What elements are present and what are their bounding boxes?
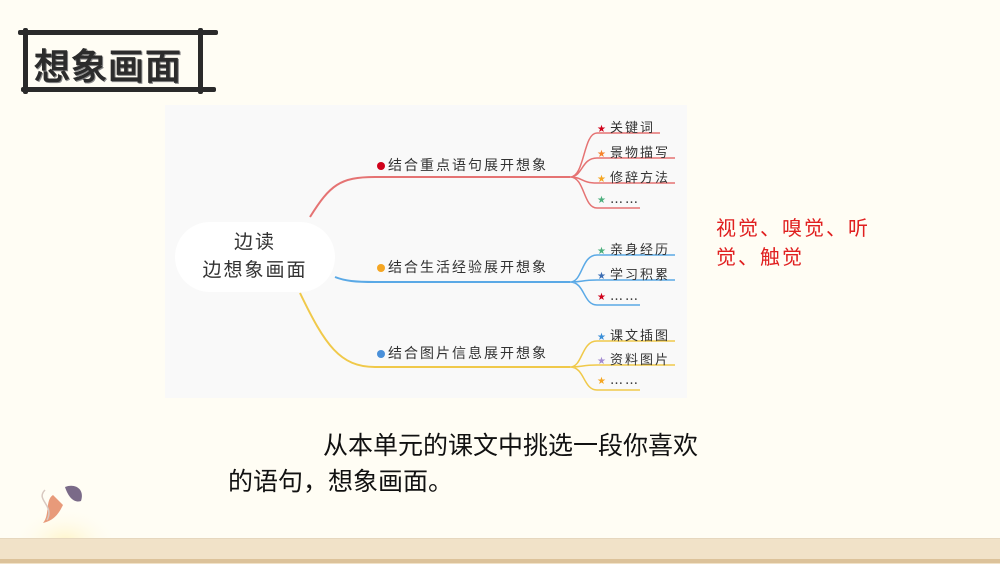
star-icon: ★ bbox=[597, 356, 608, 367]
star-icon: ★ bbox=[597, 292, 608, 303]
leaf-more: ★…… bbox=[597, 289, 640, 304]
star-icon: ★ bbox=[597, 124, 608, 135]
leaf-label: 亲身经历 bbox=[609, 243, 670, 258]
star-icon: ★ bbox=[597, 271, 608, 282]
leaf-scenery: ★景物描写 bbox=[597, 142, 670, 161]
frame-top-stroke bbox=[18, 30, 218, 35]
leaf-keywords: ★关键词 bbox=[597, 117, 655, 136]
frame-left-stroke bbox=[23, 28, 28, 94]
branch-label: 结合图片信息展开想象 bbox=[388, 346, 548, 362]
leaf-label: 景物描写 bbox=[609, 146, 670, 161]
leaf-more: ★…… bbox=[597, 192, 640, 207]
branch-life-experience: 结合生活经验展开想象 bbox=[377, 257, 548, 277]
root-line-1: 边读 bbox=[233, 231, 276, 253]
mind-map-connectors bbox=[299, 132, 675, 391]
page-title: 想象画面 bbox=[34, 47, 183, 88]
mind-map-root: 边读 边想象画面 bbox=[175, 222, 335, 292]
leaf-more: ★…… bbox=[597, 373, 640, 388]
branch-picture-info: 结合图片信息展开想象 bbox=[377, 343, 548, 363]
star-icon: ★ bbox=[597, 195, 608, 206]
star-icon: ★ bbox=[597, 332, 608, 343]
branch-label: 结合生活经验展开想象 bbox=[388, 260, 548, 276]
star-icon: ★ bbox=[597, 376, 608, 387]
frame-right-stroke bbox=[198, 28, 203, 94]
mind-map: 边读 边想象画面 结合重点语句展开想象 ★关键词 ★景物描写 ★修辞方法 ★……… bbox=[165, 105, 687, 398]
senses-note: 视觉、嗅觉、听觉、触觉 bbox=[716, 216, 870, 269]
leaf-label: 资料图片 bbox=[609, 353, 670, 368]
leaf-label: …… bbox=[609, 192, 640, 207]
leaf-reference-pictures: ★资料图片 bbox=[597, 349, 670, 368]
number-marker-2-icon bbox=[377, 264, 385, 272]
number-marker-3-icon bbox=[377, 350, 385, 358]
number-marker-1-icon bbox=[377, 162, 385, 170]
branch-key-sentences: 结合重点语句展开想象 bbox=[377, 155, 548, 175]
instruction-text: 从本单元的课文中挑选一段你喜欢 的语句，想象画面。 bbox=[228, 428, 758, 500]
leaf-label: …… bbox=[609, 373, 640, 388]
leaf-illustrations: ★课文插图 bbox=[597, 325, 670, 344]
leaf-label: 关键词 bbox=[609, 121, 655, 136]
frame-bottom-stroke bbox=[21, 87, 216, 92]
star-icon: ★ bbox=[597, 174, 608, 185]
leaf-learning: ★学习积累 bbox=[597, 264, 670, 283]
star-icon: ★ bbox=[597, 246, 608, 257]
leaf-label: 学习积累 bbox=[609, 268, 670, 283]
leaf-rhetoric: ★修辞方法 bbox=[597, 167, 670, 186]
leaf-label: 修辞方法 bbox=[609, 171, 670, 186]
leaf-label: …… bbox=[609, 289, 640, 304]
star-icon: ★ bbox=[597, 149, 608, 160]
root-line-2: 边想象画面 bbox=[202, 259, 308, 281]
leaf-label: 课文插图 bbox=[609, 329, 670, 344]
floor-edge bbox=[0, 559, 1000, 563]
instruction-line-2: 的语句，想象画面。 bbox=[228, 467, 454, 496]
instruction-line-1: 从本单元的课文中挑选一段你喜欢 bbox=[323, 431, 699, 460]
branch-label: 结合重点语句展开想象 bbox=[388, 158, 548, 174]
title-frame bbox=[18, 20, 218, 95]
leaf-personal-experience: ★亲身经历 bbox=[597, 239, 670, 258]
